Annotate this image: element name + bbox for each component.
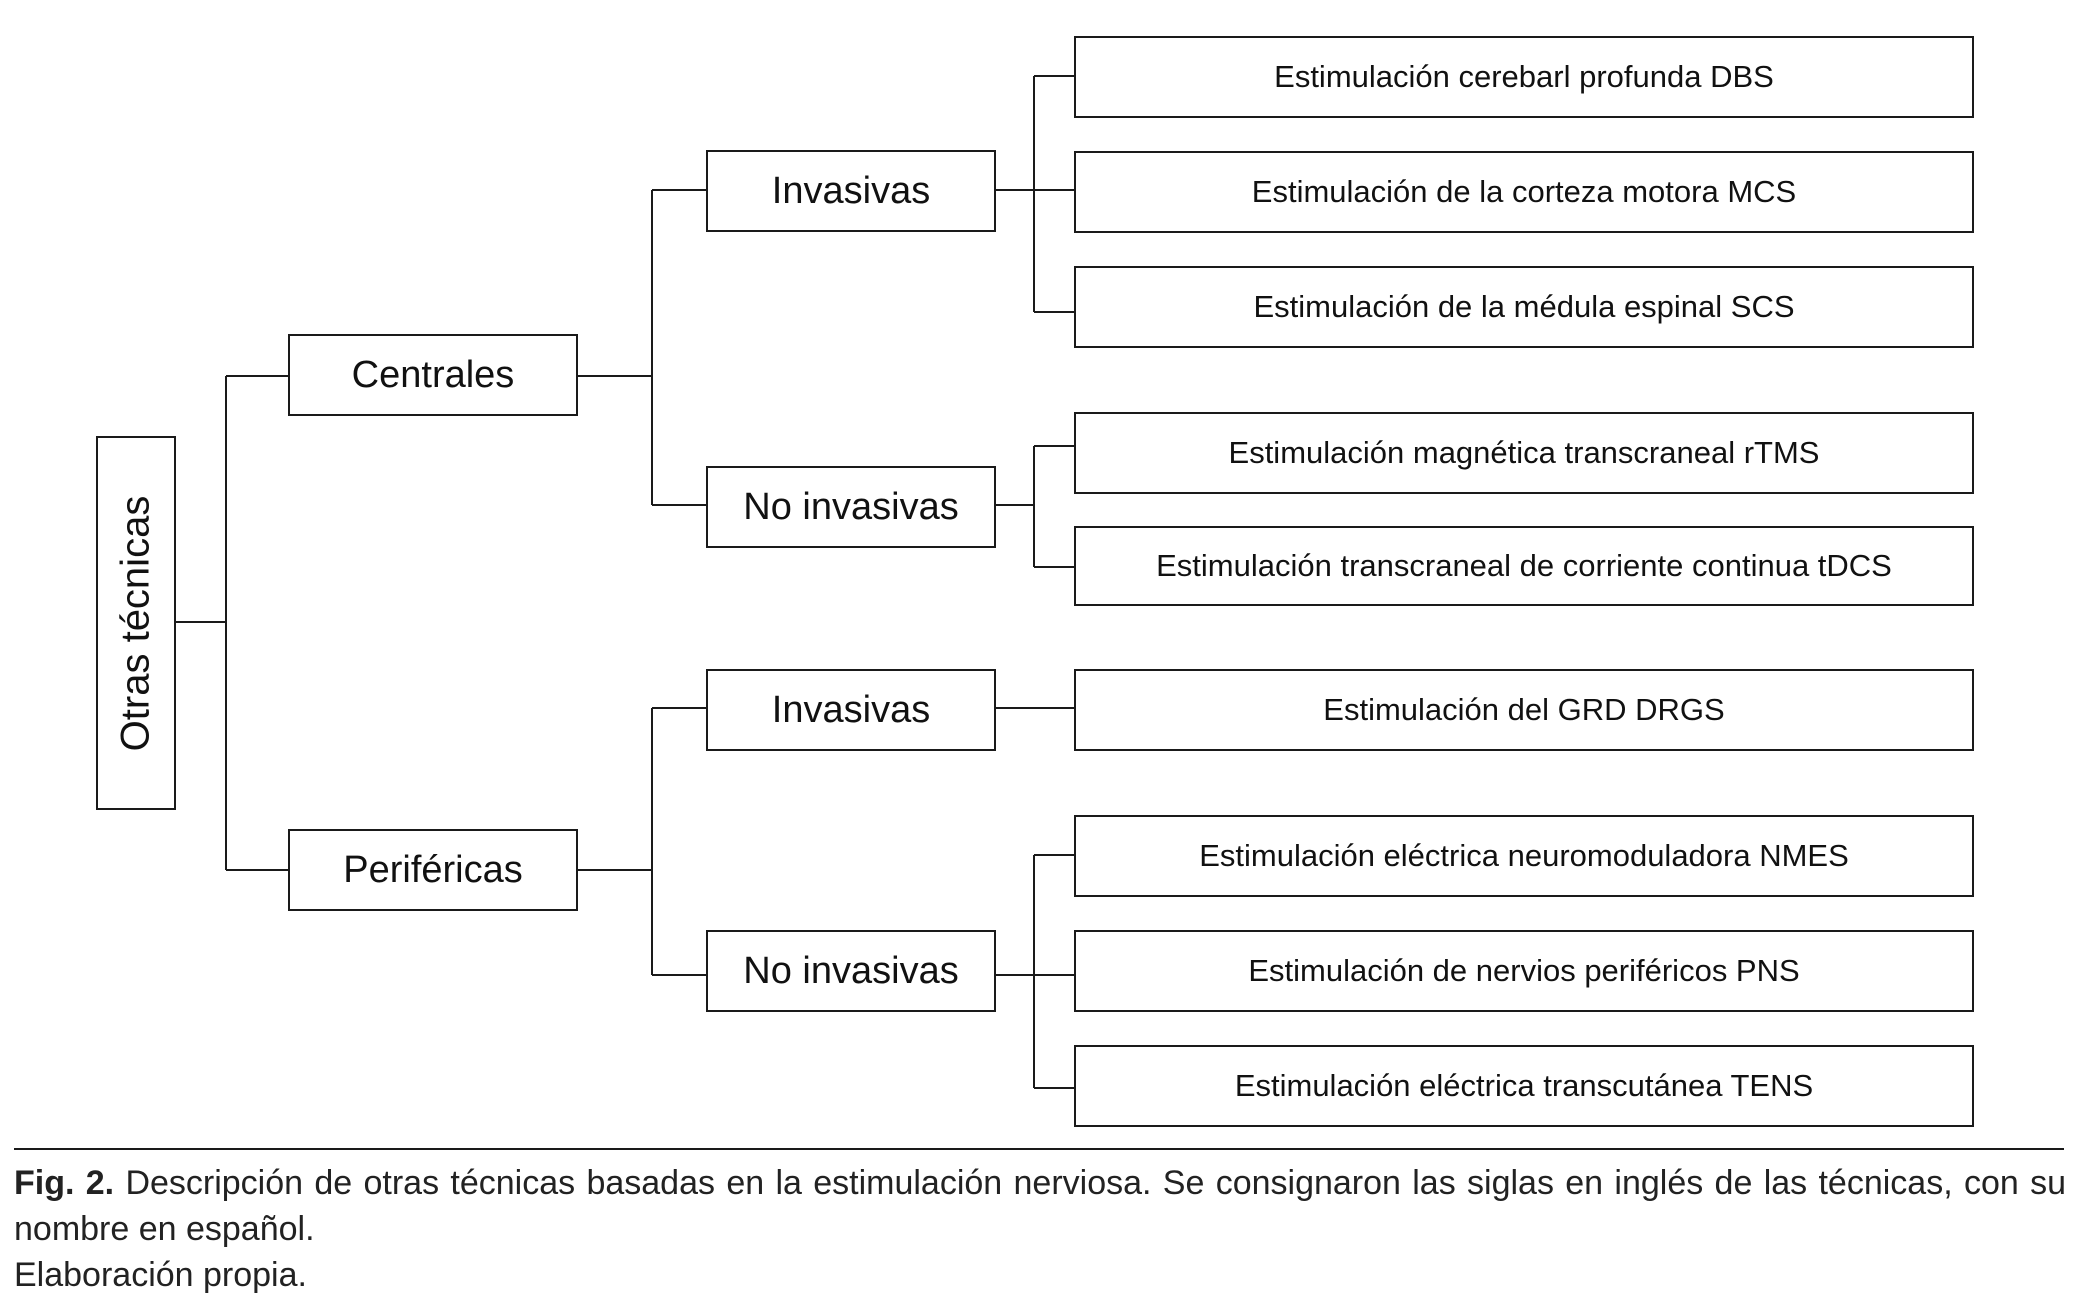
- leaf-scs: Estimulación de la médula espinal SCS: [1074, 266, 1974, 348]
- leaf-rtms: Estimulación magnética transcraneal rTMS: [1074, 412, 1974, 494]
- leaf-mcs: Estimulación de la corteza motora MCS: [1074, 151, 1974, 233]
- leaf-pns: Estimulación de nervios periféricos PNS: [1074, 930, 1974, 1012]
- caption-source: Elaboración propia.: [14, 1256, 307, 1294]
- central-noninvasive-node: No invasivas: [706, 466, 996, 548]
- leaf-dbs: Estimulación cerebarl profunda DBS: [1074, 36, 1974, 118]
- connector-lines: [176, 75, 1074, 1089]
- leaf-tdcs: Estimulación transcraneal de corriente c…: [1074, 526, 1974, 606]
- figure-caption: Fig. 2. Descripción de otras técnicas ba…: [14, 1160, 2066, 1298]
- root-node: Otras técnicas: [96, 436, 176, 810]
- leaf-drgs: Estimulación del GRD DRGS: [1074, 669, 1974, 751]
- root-label: Otras técnicas: [113, 495, 158, 751]
- leaf-nmes: Estimulación eléctrica neuromoduladora N…: [1074, 815, 1974, 897]
- caption-divider: [14, 1148, 2064, 1150]
- caption-label: Fig. 2.: [14, 1164, 115, 1202]
- peripheral-noninvasive-node: No invasivas: [706, 930, 996, 1012]
- caption-text: Descripción de otras técnicas basadas en…: [14, 1164, 2067, 1248]
- leaf-tens: Estimulación eléctrica transcutánea TENS: [1074, 1045, 1974, 1127]
- peripheral-invasive-node: Invasivas: [706, 669, 996, 751]
- peripheral-node: Periféricas: [288, 829, 578, 911]
- central-node: Centrales: [288, 334, 578, 416]
- central-invasive-node: Invasivas: [706, 150, 996, 232]
